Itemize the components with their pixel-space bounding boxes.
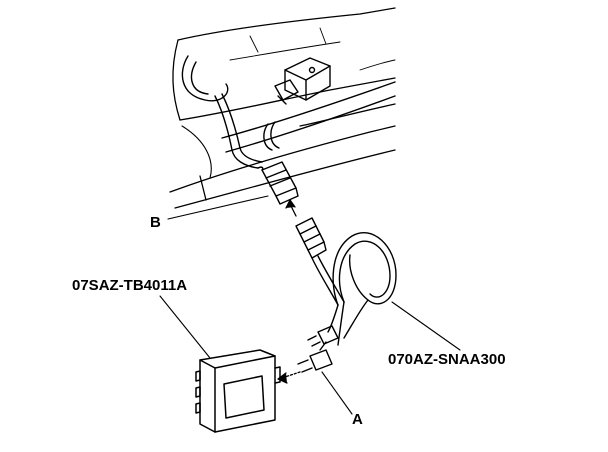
connect-arrow-a	[277, 371, 301, 384]
connect-arrow-b	[285, 199, 297, 217]
cable-plug-pair	[297, 325, 339, 373]
harness-tube	[221, 81, 396, 153]
callout-label-a: A	[352, 411, 363, 428]
cable-part-number: 070AZ-SNAA300	[388, 351, 506, 368]
tool-part-number: 07SAZ-TB4011A	[72, 277, 188, 294]
inspection-tool-box	[195, 349, 281, 433]
cable-coil	[311, 231, 397, 346]
vehicle-body-panel	[169, 7, 396, 209]
leader-line-b	[167, 195, 269, 220]
leader-line-tool	[159, 295, 211, 359]
leader-line-a	[321, 371, 353, 415]
vehicle-connector-b	[257, 161, 299, 205]
harness-clip	[181, 55, 263, 169]
leader-line-cable	[391, 301, 461, 351]
cable-plug-top	[295, 217, 327, 259]
sensor-unit	[274, 57, 331, 105]
callout-label-b: B	[150, 214, 161, 231]
